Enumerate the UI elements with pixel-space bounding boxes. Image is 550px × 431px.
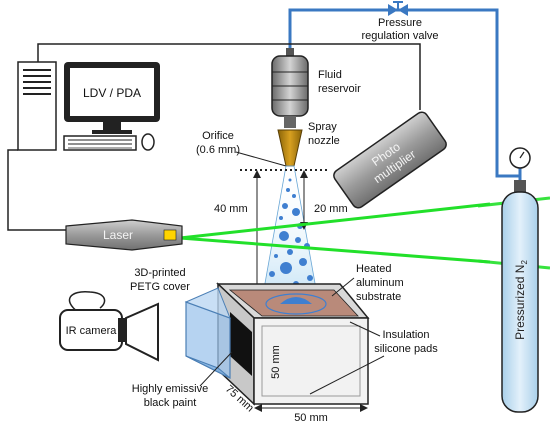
svg-text:Pressurized N2: Pressurized N2 [513,260,529,340]
fluid-reservoir-label-1: Fluid [318,69,342,81]
petg-cover [184,287,231,379]
heated-pointer [331,277,355,297]
arrowhead [300,170,308,178]
pressurized-n2-label: Pressurized N [513,265,527,340]
paint-label-1: Highly emissive [132,383,208,395]
droplet [295,237,301,243]
gas-tube [288,8,522,192]
impact-droplet [280,297,312,304]
pressure-gauge-icon [509,147,531,176]
orifice-label-1: Orifice [202,130,234,142]
dim-50-vertical-group: 50 mm [270,345,282,379]
black-paint-window [230,312,252,376]
droplet [280,262,292,274]
keyboard-icon [63,135,137,151]
laser-beam-1 [179,202,491,240]
heated-label-2: aluminum [356,277,404,289]
valve-icon [388,1,408,16]
orifice-label-2: (0.6 mm) [196,144,240,156]
cover-label-2: PETG cover [130,281,190,293]
fluid-reservoir-label-2: reservoir [318,83,361,95]
droplet [299,258,307,266]
cover-label-1: 3D-printed [134,267,185,279]
droplet [292,208,300,216]
laser-device [65,219,183,251]
dimension-50mm-vertical-label: 50 mm [270,345,282,379]
pressure-valve-label-2: regulation valve [361,30,438,42]
arrowhead [254,404,262,412]
insulation-pointer-1 [349,321,381,337]
dimension-40mm-label: 40 mm [214,203,248,215]
laser-warning-icon [163,229,177,241]
droplet [292,194,296,198]
droplet [288,178,292,182]
mouse-icon [141,133,155,151]
droplet [286,188,290,192]
insulation-pointer-2 [309,355,385,395]
heated-label-1: Heated [356,263,391,275]
fluid-reservoir [271,48,309,128]
arrowhead [253,170,261,178]
orifice-pointer [235,151,287,167]
heated-label-3: substrate [356,291,401,303]
test-chamber [216,282,370,406]
droplet [307,275,313,281]
droplet [274,254,278,258]
spray-nozzle-label-1: Spray [308,121,337,133]
chamber-front-face [253,317,369,405]
pressurized-n2-subscript: 2 [520,260,529,265]
gas-line [288,1,531,192]
droplet [269,271,275,277]
insulation-label-2: silicone pads [374,343,438,355]
gas-cylinder [501,180,539,413]
paint-pointer [199,351,233,387]
dimension-20mm-label: 20 mm [314,203,348,215]
pressure-valve-label-1: Pressure [378,17,422,29]
droplet [282,203,288,209]
droplet [287,249,293,255]
ir-camera [59,291,159,362]
ir-camera-label: IR camera [66,325,118,337]
spray-footprint [265,293,327,315]
cylinder-label-group: Pressurized N2 [513,260,529,340]
photomultiplier: Photo multiplier [333,111,447,209]
spray-nozzle-label-2: nozzle [308,135,340,147]
laser-beam-2 [179,236,491,264]
laser-label: Laser [103,228,133,242]
monitor-icon [64,62,160,134]
insulation-label-1: Insulation [382,329,429,341]
dimension-50mm-bottom-label: 50 mm [294,412,328,424]
computer-tower-icon [17,61,57,151]
signal-cable [7,43,421,231]
ldv-pda-label: LDV / PDA [83,86,141,100]
paint-label-2: black paint [144,397,197,409]
spray-nozzle [277,129,303,167]
arrowhead [360,404,368,412]
droplet [279,231,289,241]
droplet [279,216,283,220]
